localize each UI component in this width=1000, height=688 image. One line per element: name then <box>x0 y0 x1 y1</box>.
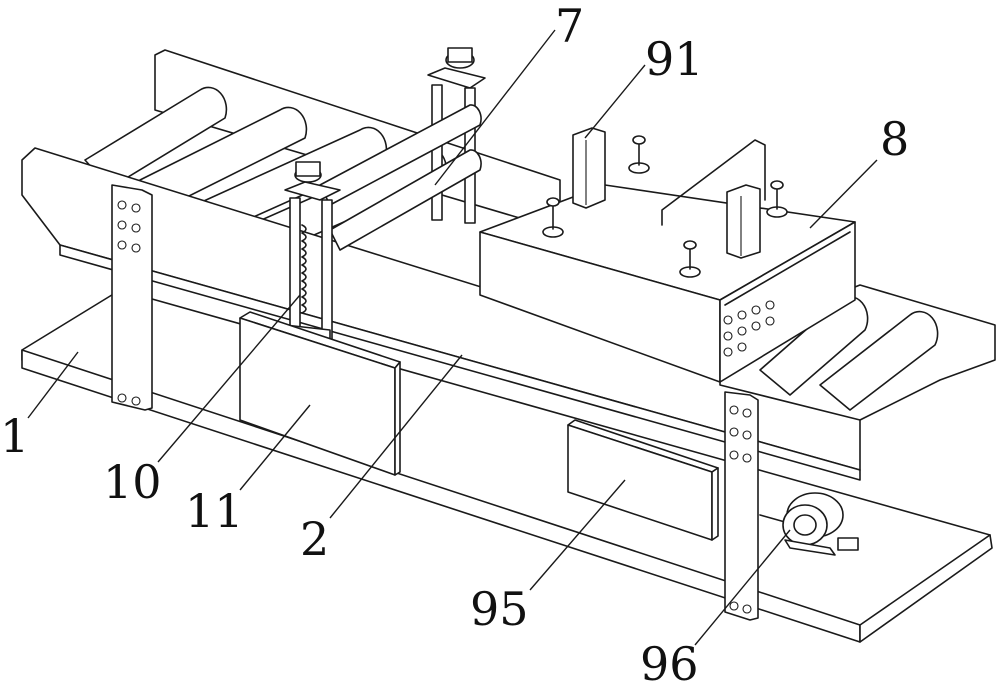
leader-lines <box>27 29 878 646</box>
box-vent-holes <box>723 300 775 357</box>
pressing-roller <box>319 104 482 206</box>
motor <box>759 492 859 556</box>
housing-box <box>479 127 856 383</box>
label-96: 96 <box>640 637 699 688</box>
cylinder-2 <box>726 184 761 259</box>
label-2: 2 <box>300 512 329 566</box>
bolts <box>542 135 788 278</box>
label-95: 95 <box>470 582 529 636</box>
label-8: 8 <box>880 112 909 166</box>
label-7: 7 <box>555 0 584 53</box>
control-box <box>567 419 719 541</box>
cylinder <box>572 127 606 209</box>
handle <box>661 139 766 226</box>
label-10: 10 <box>103 455 162 509</box>
side-frame <box>21 147 861 481</box>
label-11: 11 <box>185 484 244 538</box>
label-1: 1 <box>0 409 29 463</box>
label-91: 91 <box>645 32 704 86</box>
leg-left <box>111 184 153 411</box>
leg-right <box>724 391 759 621</box>
lower-box <box>239 311 401 476</box>
